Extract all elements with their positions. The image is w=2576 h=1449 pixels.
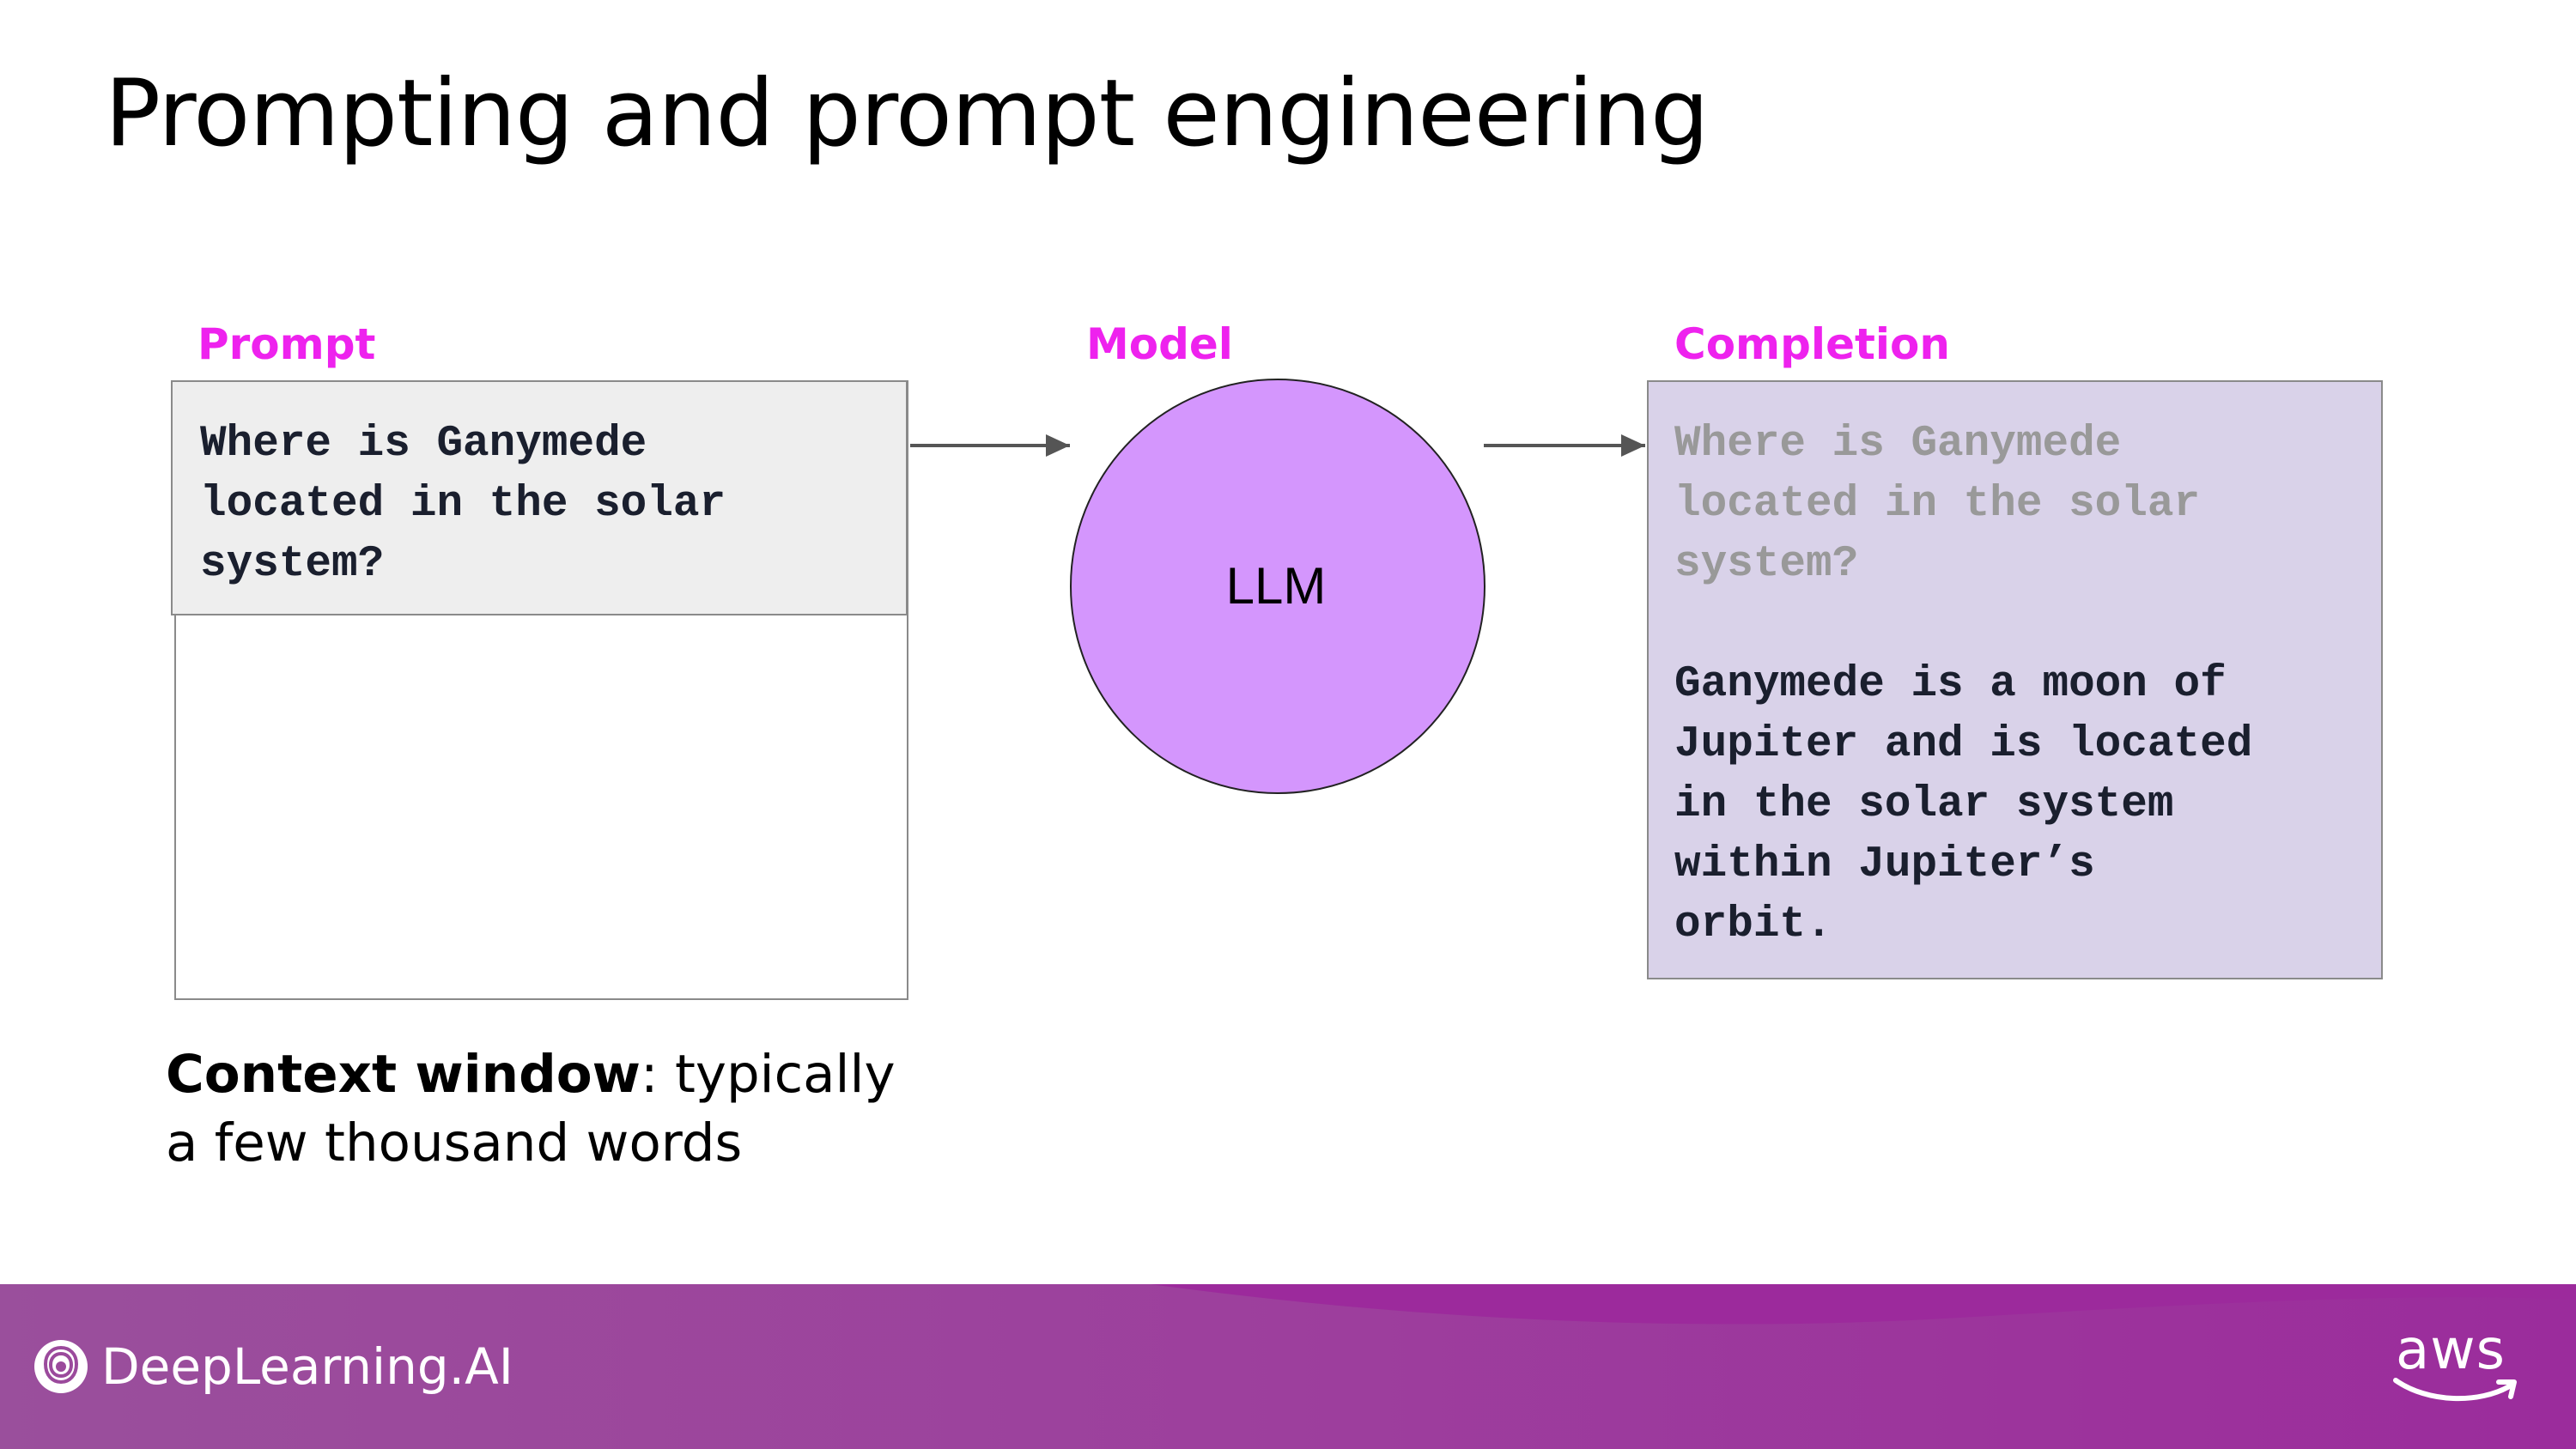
- completion-echo-text: Where is Ganymede located in the solar s…: [1674, 420, 2201, 589]
- footer-wave: [1151, 1284, 2576, 1325]
- partner-name: aws: [2396, 1319, 2506, 1382]
- model-label: Model: [1086, 319, 1233, 369]
- prompt-box: Where is Ganymede located in the solar s…: [171, 380, 908, 615]
- slide-title: Prompting and prompt engineering: [105, 60, 1710, 167]
- context-window-description: : typically a few thousand words: [166, 1044, 896, 1173]
- context-window-term: Context window: [166, 1044, 641, 1105]
- aws-smile-icon: [2393, 1378, 2517, 1402]
- prompt-label: Prompt: [197, 319, 376, 369]
- prompt-text: Where is Ganymede located in the solar s…: [200, 420, 726, 589]
- llm-label: LLM: [1226, 557, 1327, 615]
- model-diagram: LLM: [910, 379, 1645, 794]
- brand-logo: DeepLearning.AI: [33, 1339, 513, 1394]
- footer-bar: DeepLearning.AI aws: [0, 1284, 2576, 1449]
- completion-label: Completion: [1674, 319, 1950, 369]
- llm-circle: [1070, 379, 1485, 794]
- completion-box: Where is Ganymede located in the solar s…: [1647, 380, 2383, 979]
- brand-name: DeepLearning.AI: [101, 1337, 513, 1396]
- arrow-right-icon: [1484, 434, 1645, 457]
- deeplearning-ai-logo-icon: [34, 1340, 88, 1393]
- context-window-caption: Context window: typically a few thousand…: [166, 1040, 939, 1178]
- completion-answer-text: Ganymede is a moon of Jupiter and is loc…: [1674, 660, 2253, 949]
- partner-logo: aws: [2389, 1320, 2526, 1415]
- arrow-right-icon: [910, 434, 1070, 457]
